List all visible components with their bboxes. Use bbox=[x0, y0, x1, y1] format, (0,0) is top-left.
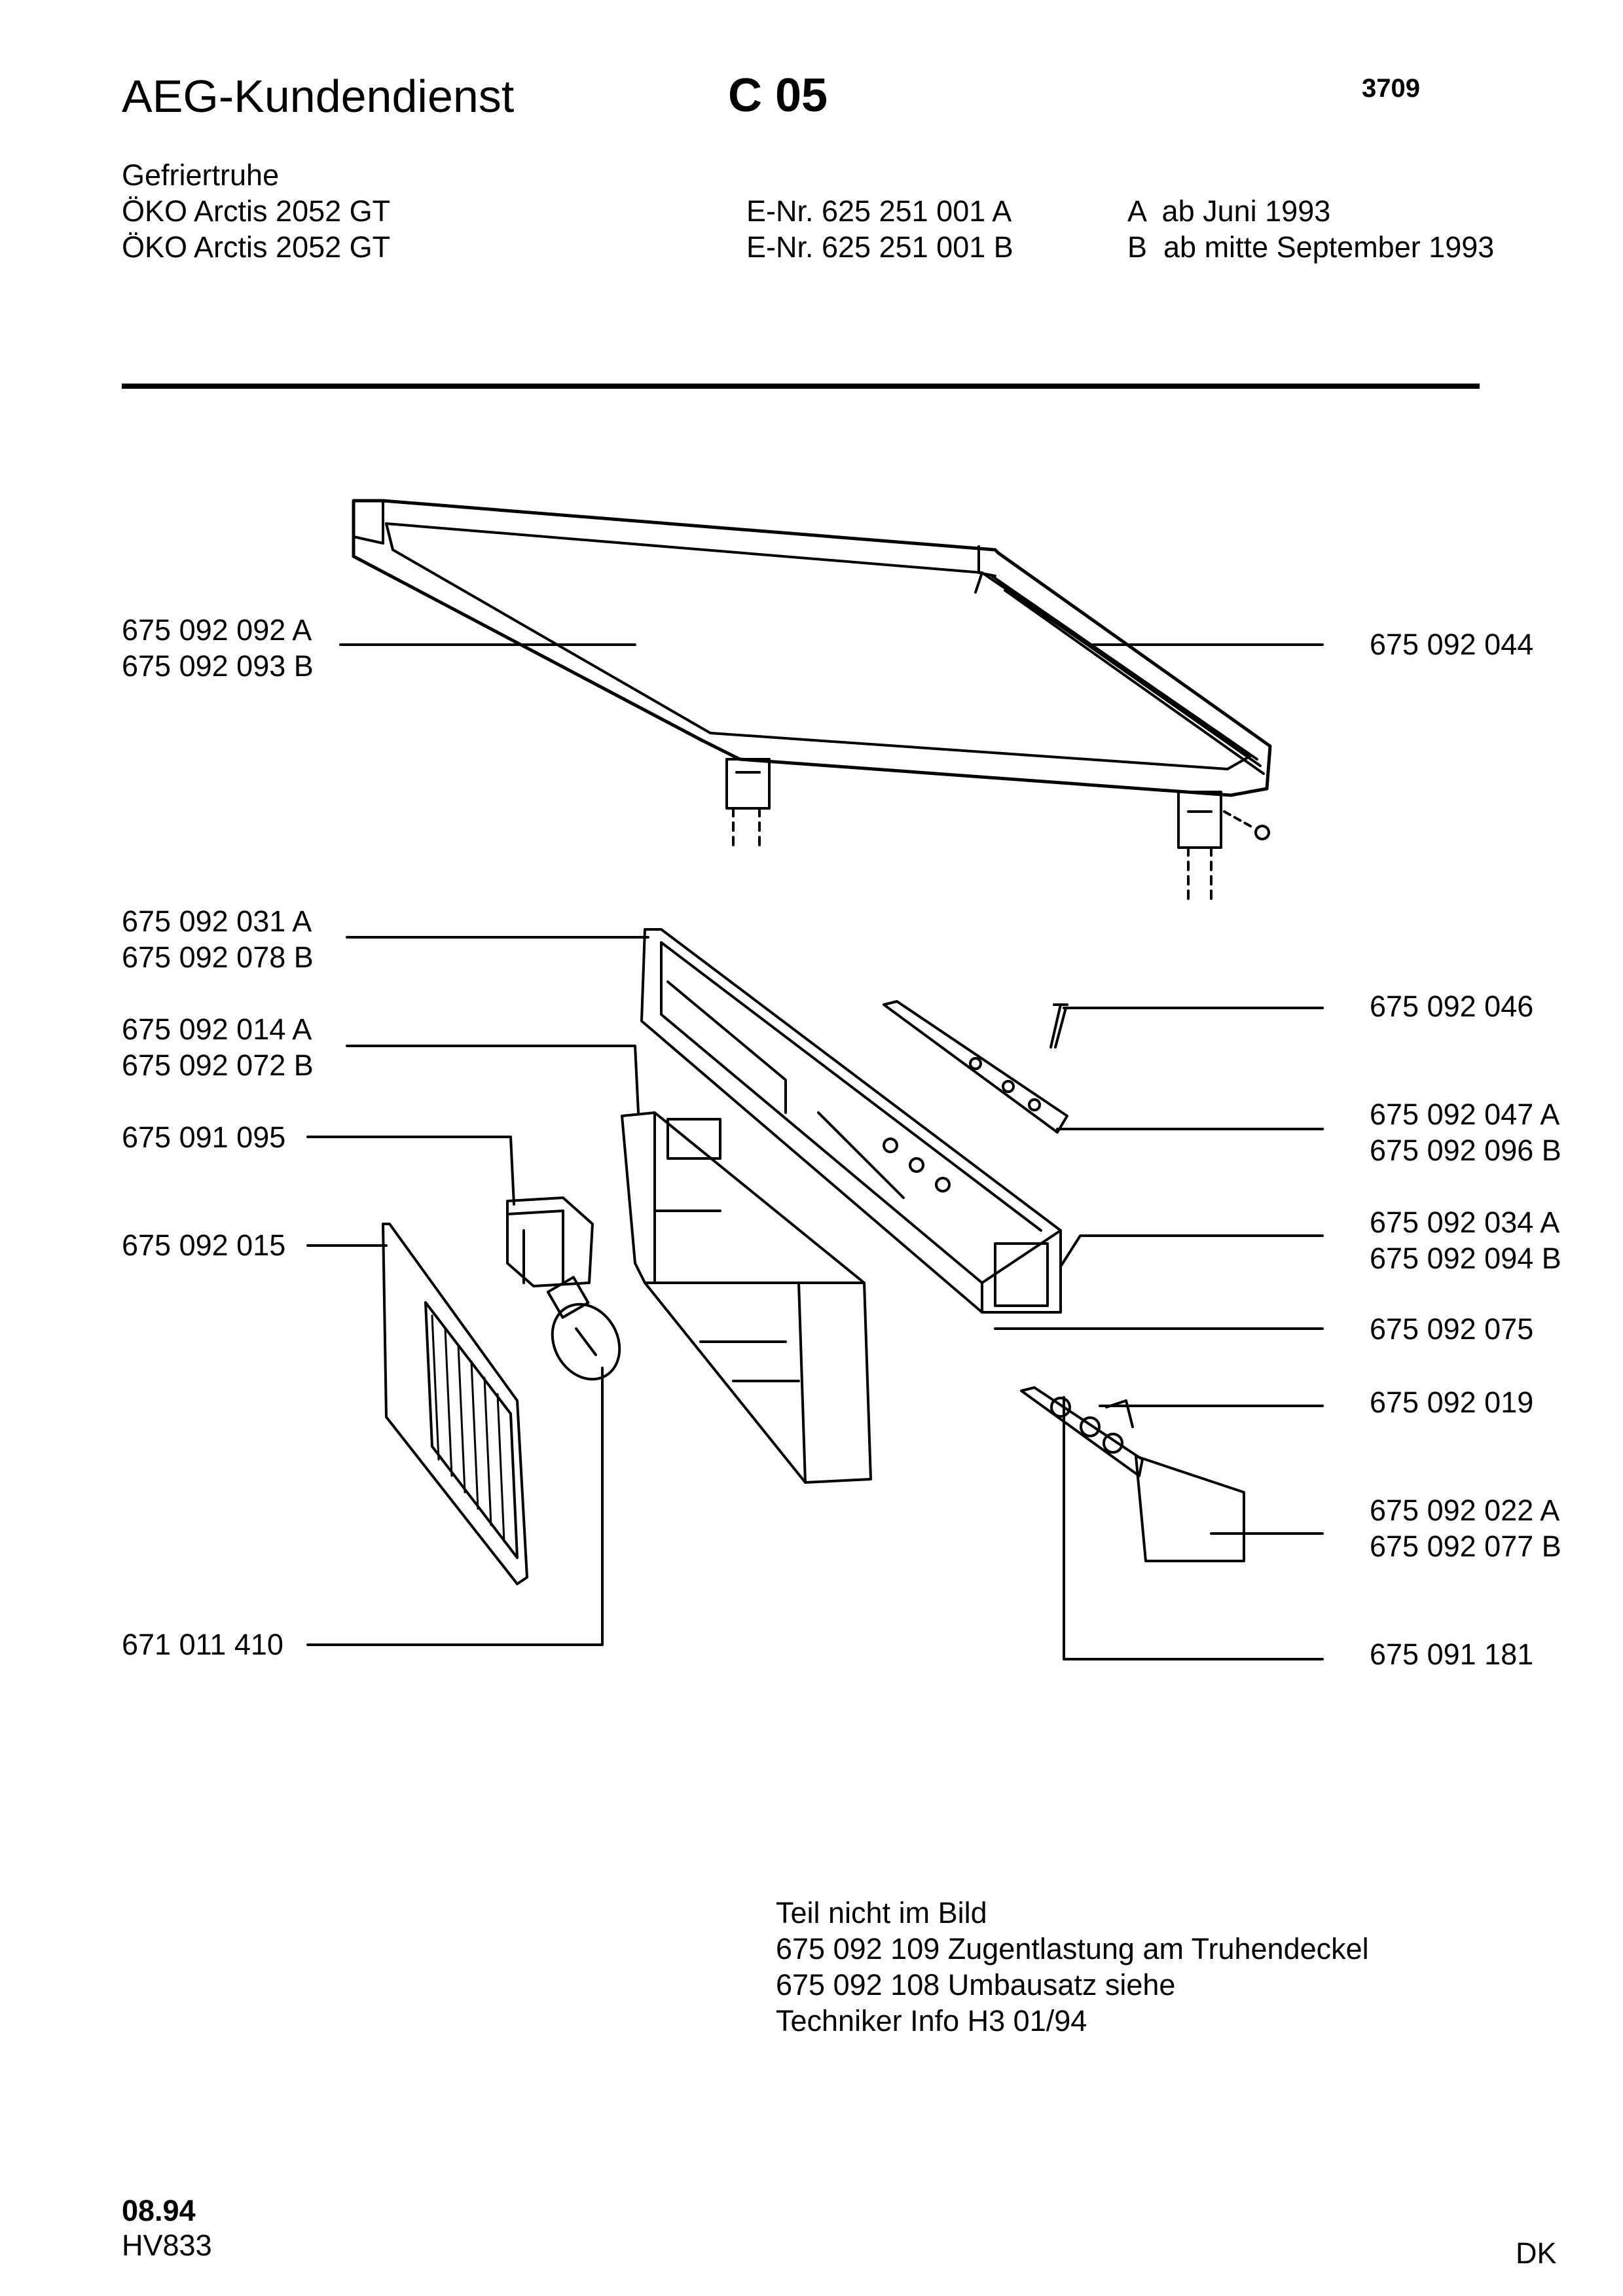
model-name-b: ÖKO Arctis 2052 GT bbox=[122, 230, 391, 264]
part-label-grille: 675 092 015 bbox=[122, 1229, 286, 1262]
callout-leader-lines bbox=[306, 643, 1324, 1660]
part-label-flap-a: 675 092 022 A bbox=[1370, 1494, 1560, 1527]
header-divider bbox=[122, 384, 1480, 389]
part-label-cover-a: 675 092 047 A bbox=[1370, 1098, 1560, 1131]
part-label-end-cap: 675 092 075 bbox=[1370, 1312, 1534, 1346]
part-label-panel-a: 675 092 031 A bbox=[122, 905, 312, 938]
part-label-lid-frame: 675 092 044 bbox=[1370, 628, 1534, 661]
section-code: C 05 bbox=[728, 69, 828, 122]
model-name-a: ÖKO Arctis 2052 GT bbox=[122, 194, 391, 228]
part-label-holder: 675 091 181 bbox=[1370, 1638, 1534, 1671]
thermostat-bracket-drawing bbox=[1020, 1386, 1144, 1477]
part-label-cover-b: 675 092 096 B bbox=[1370, 1134, 1561, 1167]
note-heading: Teil nicht im Bild bbox=[776, 1896, 987, 1929]
part-label-panel-b: 675 092 078 B bbox=[122, 941, 314, 974]
part-label-housing-b: 675 092 072 B bbox=[122, 1049, 314, 1082]
part-label-starter: 675 091 095 bbox=[122, 1121, 286, 1154]
footer-date: 08.94 bbox=[122, 2194, 196, 2227]
cover-plate-drawing bbox=[883, 1000, 1068, 1134]
footer-ref: HV833 bbox=[122, 2229, 212, 2262]
panel-flap-drawing bbox=[1135, 1455, 1245, 1562]
enr-b: E-Nr. 625 251 001 B bbox=[746, 230, 1013, 264]
product-type: Gefriertruhe bbox=[122, 158, 280, 192]
thermostat-knob-drawing bbox=[1049, 1003, 1068, 1049]
part-label-lid-a: 675 092 092 A bbox=[122, 613, 312, 647]
part-label-bulb: 671 011 410 bbox=[122, 1628, 283, 1661]
lamp-housing-drawing bbox=[621, 1111, 872, 1484]
part-label-lid-b: 675 092 093 B bbox=[122, 649, 314, 683]
control-panel-housing-drawing bbox=[640, 928, 1062, 1314]
part-label-knob: 675 092 046 bbox=[1370, 990, 1534, 1023]
footer-country: DK bbox=[1516, 2236, 1557, 2270]
part-label-thermostat: 675 092 019 bbox=[1370, 1386, 1534, 1419]
starter-box-drawing bbox=[506, 1196, 594, 1287]
note-line: Techniker Info H3 01/94 bbox=[776, 2004, 1087, 2037]
part-label-bracket-a: 675 092 034 A bbox=[1370, 1206, 1560, 1239]
part-label-bracket-b: 675 092 094 B bbox=[1370, 1242, 1561, 1275]
chest-lid-drawing bbox=[352, 499, 1272, 905]
part-label-flap-b: 675 092 077 B bbox=[1370, 1530, 1561, 1563]
variant-b: B ab mitte September 1993 bbox=[1127, 230, 1495, 264]
part-label-housing-a: 675 092 014 A bbox=[122, 1013, 312, 1046]
enr-a: E-Nr. 625 251 001 A bbox=[746, 194, 1012, 228]
note-line: 675 092 108 Umbausatz siehe bbox=[776, 1968, 1176, 2001]
grille-cover-drawing bbox=[382, 1223, 528, 1585]
light-bulb-drawing bbox=[546, 1276, 621, 1381]
document-number: 3709 bbox=[1362, 74, 1420, 103]
brand-title: AEG-Kundendienst bbox=[122, 71, 515, 122]
note-line: 675 092 109 Zugentlastung am Truhendecke… bbox=[776, 1932, 1369, 1965]
variant-a: A ab Juni 1993 bbox=[1127, 194, 1331, 228]
